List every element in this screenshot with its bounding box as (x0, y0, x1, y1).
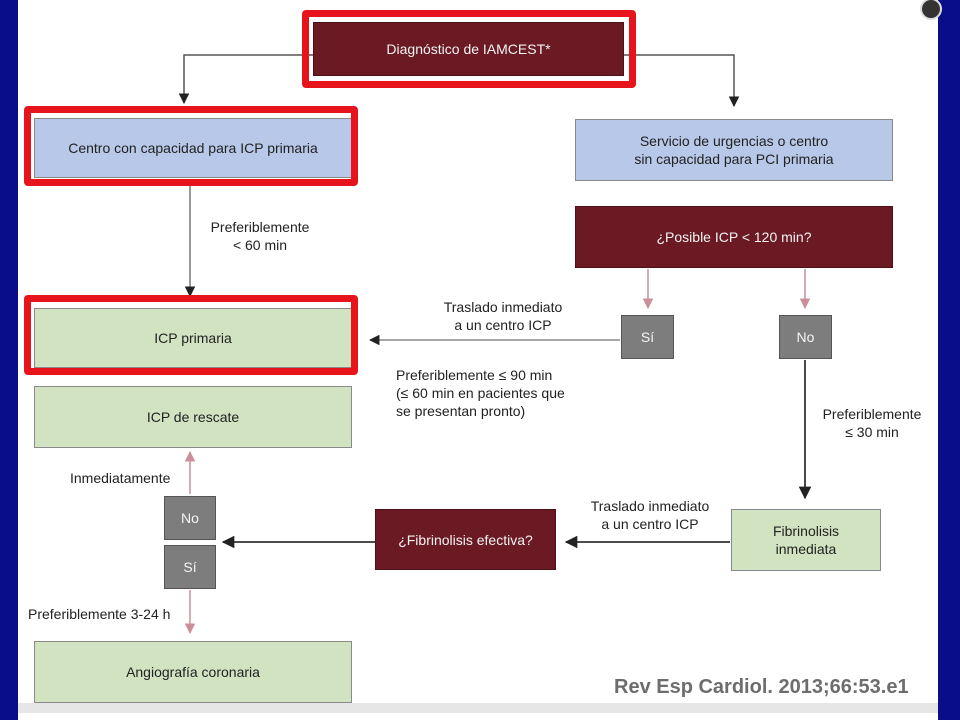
node-fibrinolysis-effective: ¿Fibrinolisis efectiva? (375, 509, 556, 570)
diagram-slide: Diagnóstico de IAMCEST* Centro con capac… (18, 0, 938, 720)
label-pref-90: Preferiblemente ≤ 90 min (≤ 60 min en pa… (396, 367, 565, 419)
node-diagnosis-text: Diagnóstico de IAMCEST* (386, 41, 551, 57)
node-diagnosis: Diagnóstico de IAMCEST* (313, 22, 624, 76)
connector-diagnosis-to-emergency (624, 54, 740, 108)
connector-lines (178, 54, 812, 635)
node-yes-top: Sí (621, 315, 674, 359)
node-possible-icp-text: ¿Posible ICP < 120 min? (656, 229, 812, 245)
node-no-left: No (164, 496, 216, 540)
node-icp-rescue-text: ICP de rescate (146, 409, 240, 425)
label-transfer-icp-1: Traslado inmediato a un centro ICP (443, 299, 563, 333)
node-icp-primary-text: ICP primaria (154, 330, 232, 346)
node-possible-icp: ¿Posible ICP < 120 min? (575, 206, 893, 268)
node-angiography-text: Angiografía coronaria (126, 664, 260, 680)
citation-text: Rev Esp Cardiol. 2013;66:53.e1 (614, 676, 909, 698)
node-fibrinolysis-immediate: Fibrinolisis inmediata (731, 509, 881, 571)
label-pref-3-24: Preferiblemente 3-24 h (28, 606, 171, 622)
node-yes-left: Sí (164, 545, 216, 589)
bottom-strip (18, 703, 938, 713)
node-fibrinolysis-effective-text: ¿Fibrinolisis efectiva? (398, 531, 533, 548)
node-emergency-service: Servicio de urgencias o centro sin capac… (575, 119, 893, 181)
window-corner-icon (920, 0, 942, 20)
node-center-capable: Centro con capacidad para ICP primaria (34, 118, 352, 178)
node-no-top: No (779, 315, 832, 359)
node-yes-left-text: Sí (183, 559, 197, 575)
label-immediately: Inmediatamente (70, 470, 171, 486)
node-icp-primary: ICP primaria (34, 308, 352, 368)
node-angiography: Angiografía coronaria (34, 641, 352, 703)
label-pref-30: Preferiblemente ≤ 30 min (822, 406, 922, 440)
label-pref-60: Preferiblemente < 60 min (210, 219, 310, 253)
node-icp-rescue: ICP de rescate (34, 386, 352, 448)
node-yes-top-text: Sí (640, 329, 655, 345)
node-emergency-service-text: Servicio de urgencias o centro sin capac… (634, 133, 834, 167)
connector-diagnosis-to-center (178, 54, 313, 105)
node-no-top-text: No (796, 329, 815, 345)
node-no-left-text: No (181, 510, 199, 526)
label-transfer-icp-2: Traslado inmediato a un centro ICP (590, 498, 710, 532)
node-fibrinolysis-immediate-text: Fibrinolisis inmediata (772, 523, 840, 557)
node-center-capable-text: Centro con capacidad para ICP primaria (68, 140, 318, 156)
